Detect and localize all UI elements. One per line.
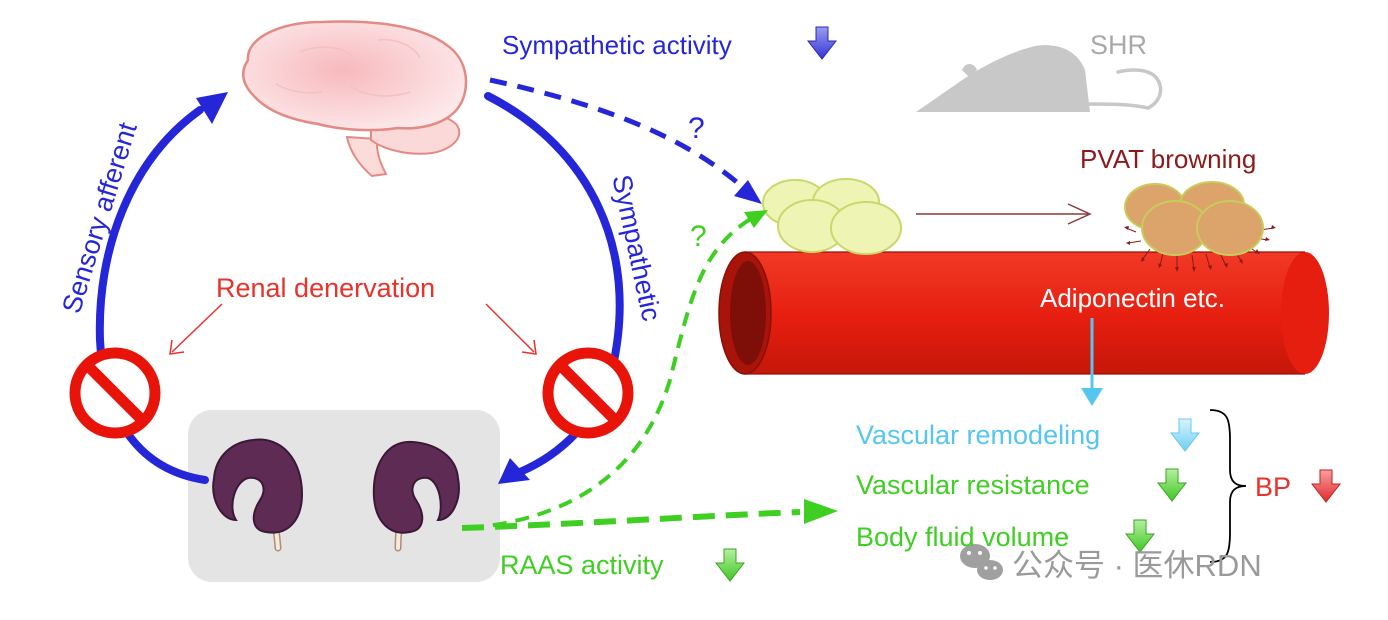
prohibition-icon-left xyxy=(69,347,161,439)
kidney-icon-left xyxy=(212,438,304,552)
adiponectin-label: Adiponectin etc. xyxy=(1040,283,1226,313)
down-arrow-icon-resistance xyxy=(1157,468,1187,502)
pvat-browning-label: PVAT browning xyxy=(1080,144,1257,174)
wechat-icon xyxy=(960,544,1003,580)
sympathetic-activity-label: Sympathetic activity xyxy=(502,30,732,60)
blood-vessel xyxy=(718,251,1329,375)
renal-denervation-arrows xyxy=(169,303,537,355)
browning-arrow xyxy=(916,203,1092,225)
renal-denervation-label: Renal denervation xyxy=(216,273,436,303)
white-adipocytes xyxy=(762,178,902,255)
kidney-icon-right xyxy=(372,440,460,552)
watermark-label: 公众号 · 医休RDN xyxy=(1012,548,1262,583)
adiponectin-arrow xyxy=(1081,318,1103,406)
bp-label: BP xyxy=(1255,472,1292,502)
down-arrow-icon-bp xyxy=(1311,469,1341,503)
sympathetic-dashed-arrow xyxy=(489,77,762,204)
vascular-resistance-label: Vascular resistance xyxy=(856,470,1090,500)
prohibition-icon-right xyxy=(542,347,634,439)
down-arrow-icon-raas xyxy=(715,548,745,582)
question-mark-green: ? xyxy=(690,220,707,253)
rat-icon xyxy=(916,45,1163,112)
vascular-remodeling-label: Vascular remodeling xyxy=(856,420,1101,450)
question-mark-blue: ? xyxy=(688,112,705,145)
raas-activity-label: RAAS activity xyxy=(500,550,664,580)
shr-label: SHR xyxy=(1090,30,1148,60)
raas-dashed-arrows xyxy=(461,210,838,531)
sensory-afferent-arrow xyxy=(95,92,228,484)
down-arrow-icon-sympathetic xyxy=(807,26,837,60)
body-fluid-volume-label: Body fluid volume xyxy=(856,522,1070,552)
sympathetic-efferent-arrow xyxy=(484,92,624,484)
brown-adipocytes xyxy=(1124,181,1276,272)
down-arrow-icon-remodeling xyxy=(1170,418,1200,452)
brain-icon xyxy=(241,20,468,178)
outcome-brace xyxy=(1209,409,1247,563)
